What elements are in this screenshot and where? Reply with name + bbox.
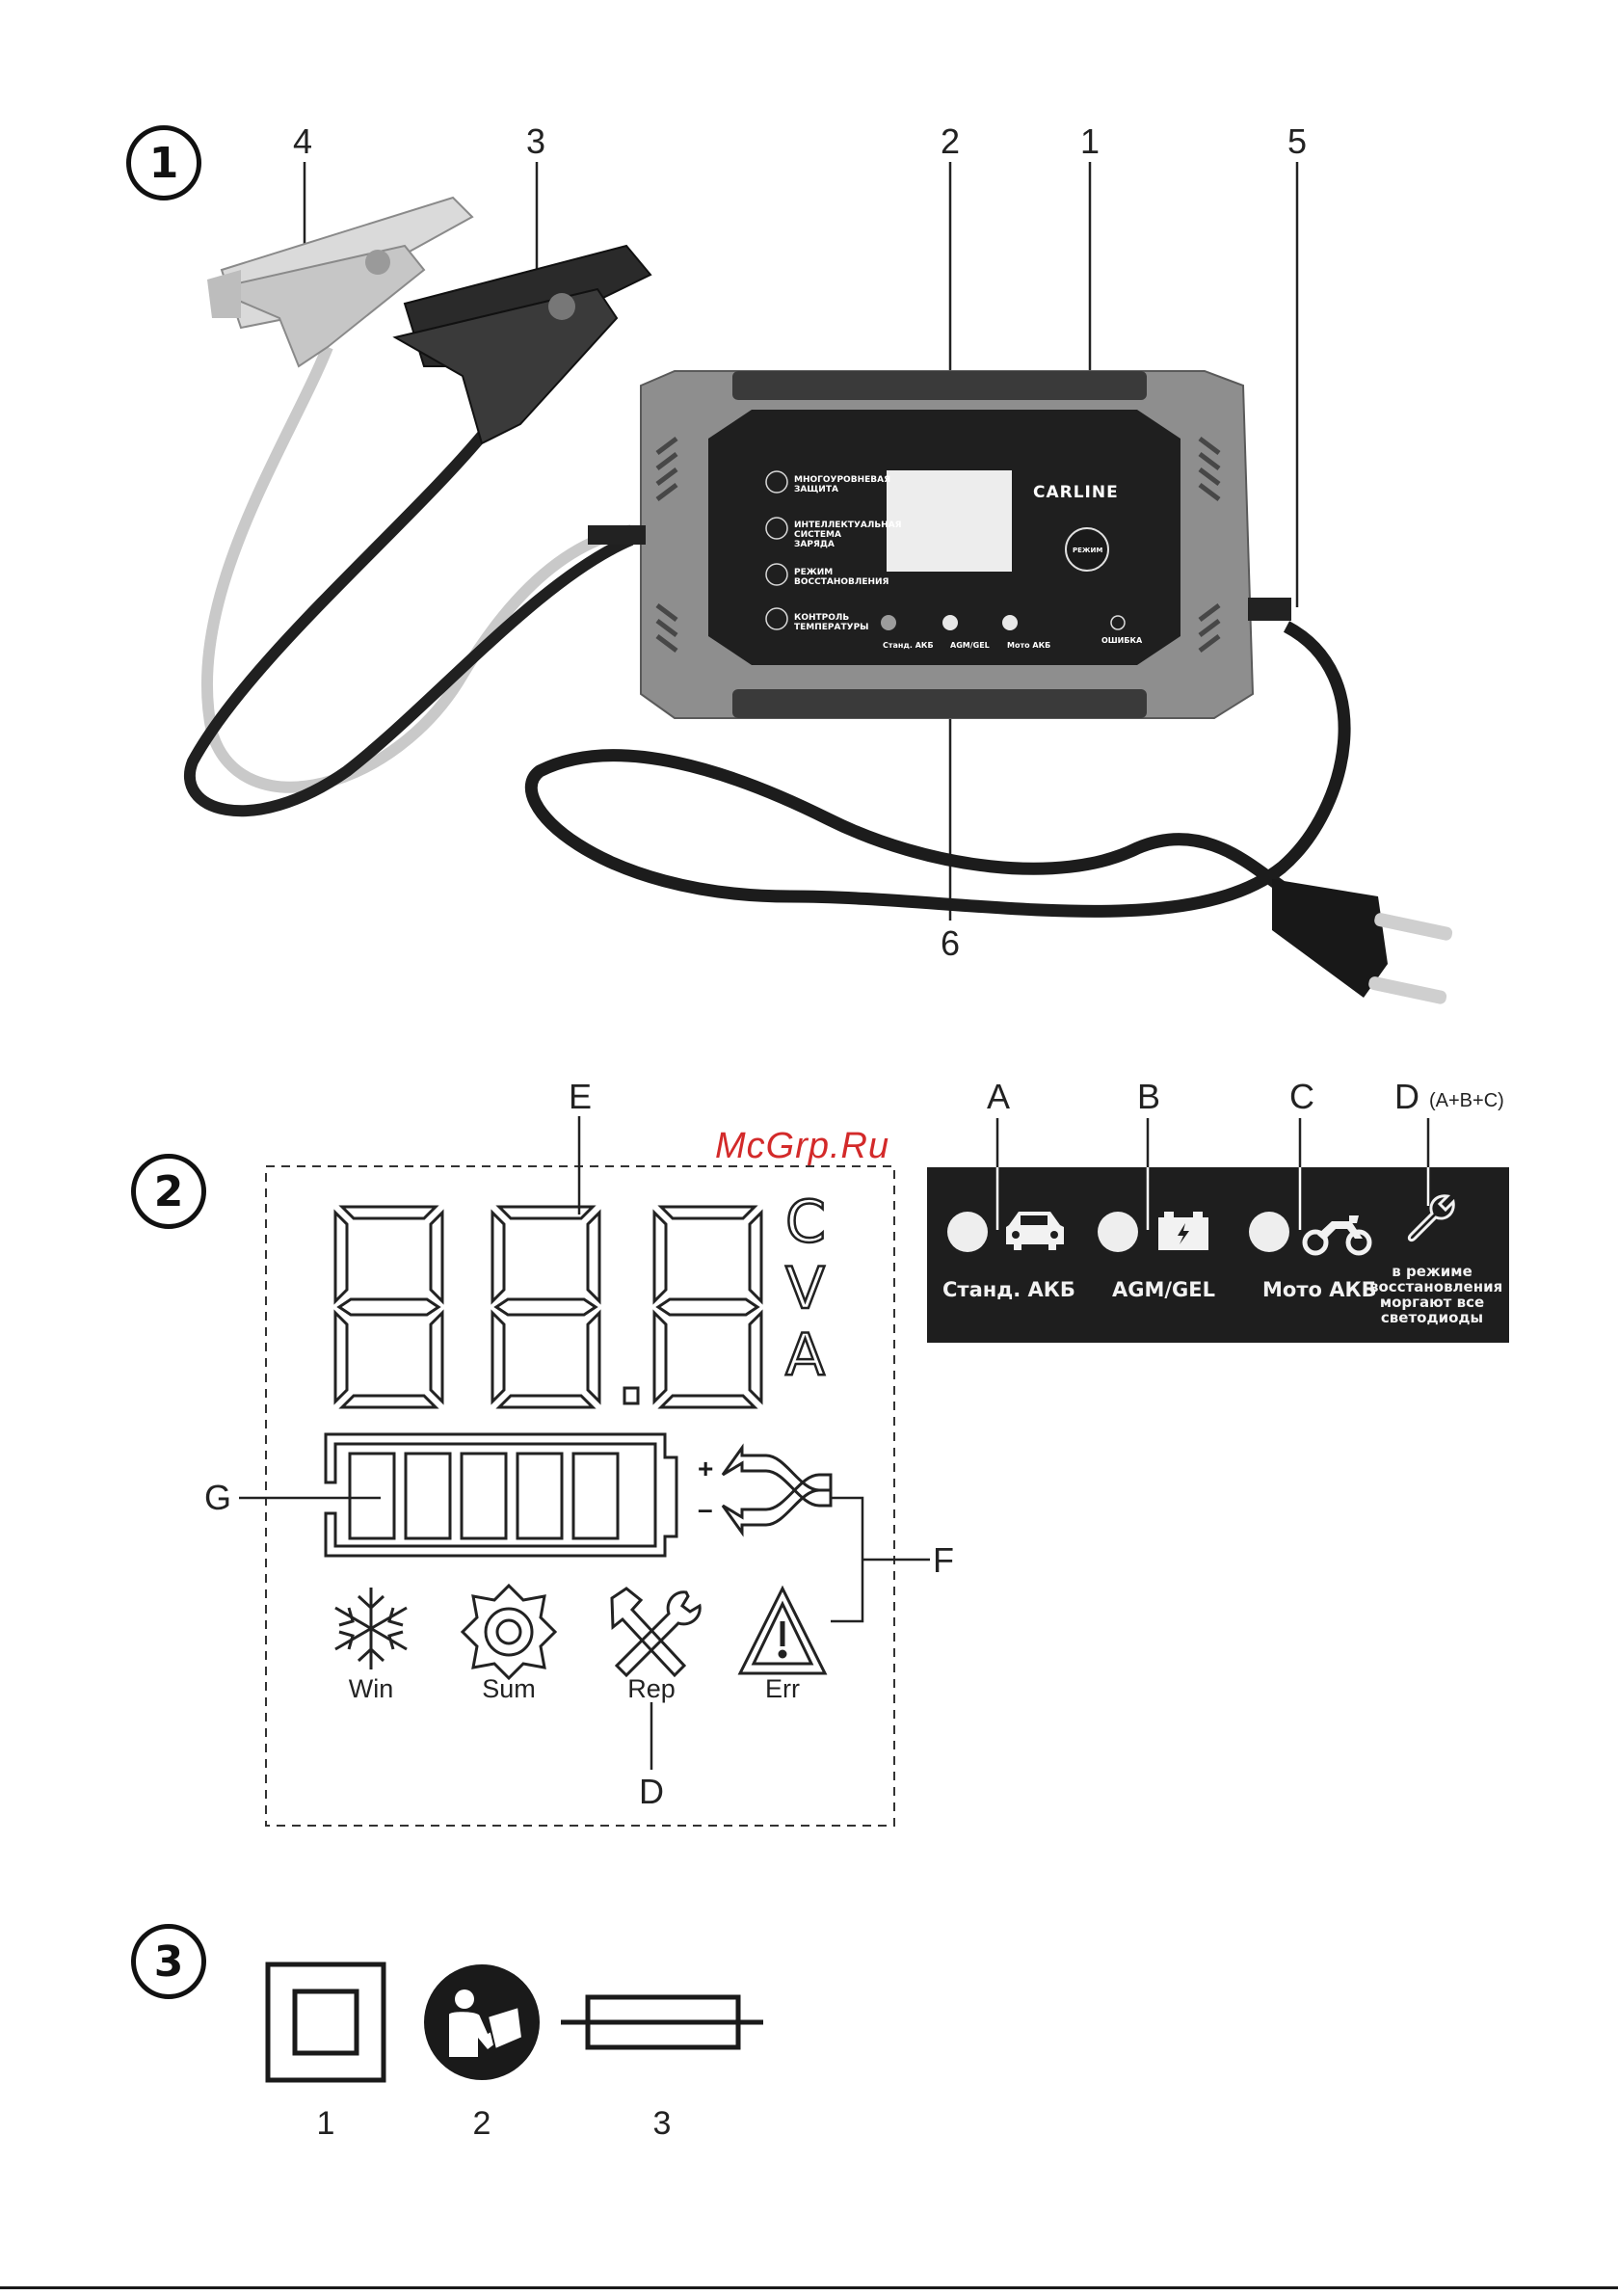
callout-b: B (1137, 1077, 1161, 1116)
snowflake-icon (334, 1588, 408, 1669)
clamp-white (207, 196, 474, 368)
callout-d-panel: D (1394, 1077, 1419, 1116)
wrench-icon (1407, 1194, 1455, 1242)
label-rep: Rep (627, 1674, 676, 1703)
polarity-arrows-icon (721, 1443, 833, 1537)
indicator-moto: Мото АКБ (1007, 641, 1051, 650)
callout-f: F (933, 1540, 954, 1580)
callout-3: 3 (526, 121, 546, 161)
indicator-std: Станд. АКБ (883, 641, 934, 650)
section-2-number: 2 (153, 1166, 184, 1216)
label-sum: Sum (482, 1674, 536, 1703)
indicator-error: ОШИБКА (1101, 636, 1143, 645)
callout-1: 1 (1080, 121, 1101, 161)
symbol-label-2: 2 (472, 2105, 491, 2142)
led-moto (1249, 1212, 1289, 1252)
symbol-label-1: 1 (316, 2105, 335, 2142)
panel-label-moto: Мото АКБ (1262, 1278, 1377, 1301)
callout-a: A (987, 1077, 1011, 1116)
unit-a: A (784, 1321, 827, 1391)
bottom-rule (0, 2286, 1618, 2289)
mode-button: РЕЖИМ (1073, 547, 1103, 554)
callout-c: C (1289, 1077, 1314, 1116)
section-1-number: 1 (148, 138, 179, 188)
label-err: Err (765, 1674, 800, 1703)
fuse-icon (561, 1994, 763, 2050)
callout-d-lcd: D (639, 1772, 664, 1811)
double-insulation-icon (265, 1962, 386, 2083)
unit-c: C (784, 1188, 827, 1258)
callout-2: 2 (941, 121, 961, 161)
callout-5: 5 (1287, 121, 1308, 161)
led-std (947, 1212, 988, 1252)
safety-symbols (265, 1962, 763, 2083)
led-agm (1098, 1212, 1138, 1252)
panel-label-std: Станд. АКБ (942, 1278, 1075, 1301)
lcd-diagram (239, 1116, 930, 1827)
callout-4: 4 (293, 121, 313, 161)
tools-icon (610, 1587, 702, 1678)
callout-e: E (569, 1077, 593, 1116)
polarity-plus: + (698, 1454, 714, 1483)
car-icon (1006, 1212, 1064, 1250)
section-3-number: 3 (153, 1936, 184, 1987)
callout-g: G (204, 1478, 232, 1517)
charger-body (588, 370, 1291, 719)
digit-3 (652, 1205, 763, 1409)
feature-protection: МНОГОУРОВНЕВАЯ ЗАЩИТА (794, 475, 891, 494)
sun-icon (460, 1583, 558, 1681)
feature-temperature: КОНТРОЛЬ ТЕМПЕРАТУРЫ (794, 613, 869, 632)
battery-gauge (324, 1432, 678, 1558)
panel-label-agm: AGM/GEL (1112, 1278, 1216, 1301)
digit-1 (333, 1205, 444, 1409)
warning-icon (737, 1585, 828, 1675)
charger-brand: CARLINE (1033, 483, 1119, 502)
panel-note: в режиме восстановления моргают все свет… (1369, 1263, 1503, 1326)
callout-6: 6 (941, 923, 961, 963)
indicator-panel: Станд. АКБ AGM/GEL Мото АКБ в режиме вос… (927, 1167, 1509, 1343)
unit-v: V (784, 1254, 827, 1324)
section-3-marker: 3 (131, 1924, 206, 1999)
battery-icon (1158, 1212, 1208, 1250)
power-plug (1272, 879, 1453, 1004)
read-manual-icon (424, 1964, 540, 2080)
section-1-marker: 1 (126, 125, 201, 200)
indicator-agm: AGM/GEL (950, 641, 990, 650)
section-2-marker: 2 (131, 1154, 206, 1229)
panel-graphics (947, 1167, 1455, 1256)
symbol-label-3: 3 (652, 2105, 672, 2142)
polarity-minus: – (698, 1494, 713, 1524)
label-win: Win (348, 1674, 394, 1703)
clamp-black (392, 244, 652, 445)
motorcycle-icon (1302, 1215, 1372, 1256)
charger-illustration (183, 162, 1453, 1004)
feature-smart-charge: ИНТЕЛЛЕКТУАЛЬНАЯ СИСТЕМА ЗАРЯДА (794, 521, 902, 549)
watermark: McGrp.Ru (715, 1126, 890, 1166)
feature-recovery: РЕЖИМ ВОССТАНОВЛЕНИЯ (794, 568, 889, 587)
digit-2 (491, 1205, 601, 1409)
callout-d-suffix: (A+B+C) (1429, 1090, 1504, 1111)
